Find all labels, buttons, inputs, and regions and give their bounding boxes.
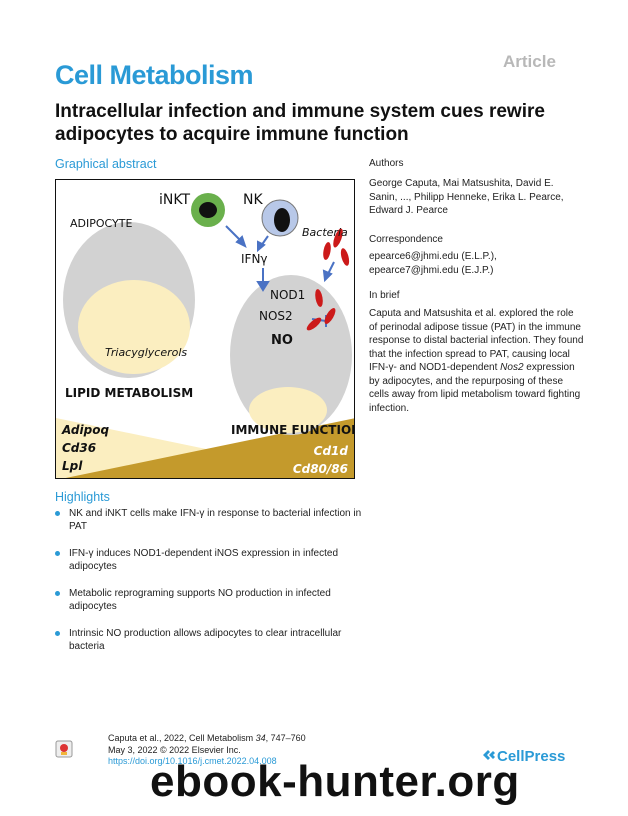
- bacteria-group: [306, 228, 350, 331]
- graphical-abstract-svg: iNKT NK ADIPOCYTE Bacteria IFNγ NOD1 NOS…: [56, 192, 355, 478]
- authors-list: George Caputa, Mai Matsushita, David E. …: [369, 178, 564, 216]
- email-link-1[interactable]: epearce6@jhmi.edu (E.L.P.),: [369, 251, 497, 262]
- doi-link[interactable]: https://doi.org/10.1016/j.cmet.2022.04.0…: [108, 756, 277, 766]
- gene-lpl: Lpl: [62, 459, 83, 473]
- in-brief-heading: In brief: [369, 290, 400, 301]
- bullet-icon: [55, 551, 60, 556]
- highlight-text: NK and iNKT cells make IFN-γ in response…: [69, 508, 362, 532]
- small-lipid-droplet: [249, 387, 327, 433]
- graphical-abstract-heading: Graphical abstract: [55, 157, 157, 171]
- graphical-abstract-figure: iNKT NK ADIPOCYTE Bacteria IFNγ NOD1 NOS…: [55, 179, 355, 479]
- ifng-label: IFNγ: [241, 252, 268, 266]
- nk-label: NK: [243, 192, 263, 208]
- correspondence-heading: Correspondence: [369, 234, 443, 245]
- citation-line-2: May 3, 2022 © 2022 Elsevier Inc.: [108, 744, 241, 755]
- authors-heading: Authors: [369, 158, 404, 169]
- bullet-icon: [55, 591, 60, 596]
- highlight-item: Metabolic reprograming supports NO produ…: [55, 587, 365, 613]
- highlight-item: IFN-γ induces NOD1-dependent iNOS expres…: [55, 547, 365, 573]
- crossmark-icon[interactable]: [55, 740, 73, 758]
- bullet-icon: [55, 511, 60, 516]
- gene-cd80-86: Cd80/86: [293, 462, 348, 476]
- lipid-metabolism-label: LIPID METABOLISM: [65, 386, 193, 400]
- highlights-heading: Highlights: [55, 490, 110, 504]
- immune-function-label: IMMUNE FUNCTION: [231, 423, 355, 437]
- cellpress-logo-icon: [483, 750, 495, 760]
- in-brief-italic: Nos2: [500, 362, 524, 373]
- citation-block: Caputa et al., 2022, Cell Metabolism 34,…: [108, 733, 306, 768]
- cellpress-logo: CellPress: [481, 748, 565, 765]
- journal-title: Cell Metabolism: [55, 60, 254, 90]
- highlights-list: NK and iNKT cells make IFN-γ in response…: [55, 507, 365, 667]
- triacylglycerols-label: Triacyglycerols: [105, 346, 187, 359]
- no-label: NO: [271, 333, 293, 348]
- lipid-droplet: [78, 280, 190, 374]
- highlight-item: Intrinsic NO production allows adipocyte…: [55, 627, 365, 653]
- cellpress-text: CellPress: [497, 748, 566, 765]
- highlight-text: IFN-γ induces NOD1-dependent iNOS expres…: [69, 548, 339, 572]
- nos2-label: NOS2: [259, 309, 293, 323]
- bacteria-label: Bacteria: [302, 226, 348, 239]
- in-brief-part-2: expression by adipocytes, and the repurp…: [369, 362, 581, 414]
- inkt-nucleus: [199, 202, 217, 218]
- watermark-text: ebook-hunter.org: [150, 757, 520, 806]
- in-brief-text: Caputa and Matsushita et al. explored th…: [369, 307, 584, 415]
- immune-gradient-wedge: [65, 418, 354, 478]
- highlight-item: NK and iNKT cells make IFN-γ in response…: [55, 507, 365, 533]
- gene-adipoq: Adipoq: [61, 423, 109, 437]
- article-title: Intracellular infection and immune syste…: [55, 101, 545, 145]
- citation-line-1: Caputa et al., 2022, Cell Metabolism 34,…: [108, 733, 306, 743]
- in-brief-part-1: Caputa and Matsushita et al. explored th…: [369, 308, 584, 373]
- email-link-2[interactable]: epearce7@jhmi.edu (E.J.P.): [369, 264, 494, 276]
- adipocyte-label: ADIPOCYTE: [70, 217, 132, 230]
- highlight-text: Intrinsic NO production allows adipocyte…: [69, 628, 342, 652]
- nod1-label: NOD1: [270, 288, 305, 302]
- highlight-text: Metabolic reprograming supports NO produ…: [69, 588, 331, 612]
- correspondence-emails: epearce6@jhmi.edu (E.L.P.), epearce7@jhm…: [369, 250, 584, 277]
- nk-nucleus: [274, 208, 290, 232]
- inkt-label: iNKT: [159, 192, 190, 208]
- bullet-icon: [55, 631, 60, 636]
- gene-cd1d: Cd1d: [314, 444, 349, 458]
- article-type-label: Article: [503, 52, 556, 71]
- gene-cd36: Cd36: [62, 441, 96, 455]
